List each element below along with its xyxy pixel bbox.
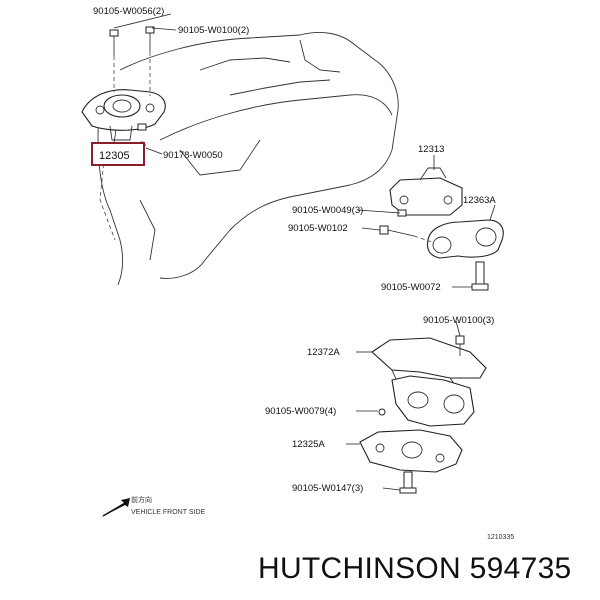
bolt-90105-w0147 bbox=[399, 471, 417, 494]
label-part-12363a: 12363A bbox=[463, 195, 496, 206]
label-part-12313: 12313 bbox=[418, 144, 444, 155]
leader-lines bbox=[113, 13, 472, 491]
label-bolt-top-mid: 90105-W0100(2) bbox=[178, 25, 249, 36]
bolt-90105-w0072 bbox=[471, 261, 489, 291]
bolt-90105-w0102 bbox=[379, 225, 433, 243]
engine-mount-12305 bbox=[81, 89, 166, 141]
label-front-jp: 前方向 bbox=[131, 495, 152, 504]
mount-body bbox=[378, 375, 475, 427]
label-bolt-r4: 90105-W0100(3) bbox=[423, 315, 494, 326]
part-12305-callout bbox=[91, 129, 145, 166]
label-bolt-r5: 90105-W0079(4) bbox=[265, 406, 336, 417]
lower-bracket-12325a bbox=[346, 429, 463, 473]
label-bolt-top-left: 90105-W0056(2) bbox=[93, 6, 164, 17]
torque-rod-12363a bbox=[426, 204, 504, 259]
bolt-90105-w0100 bbox=[145, 26, 155, 96]
label-bolt-r3: 90105-W0072 bbox=[381, 282, 441, 293]
label-bolt-r6: 90105-W0147(3) bbox=[292, 483, 363, 494]
label-part-12372a: 12372A bbox=[307, 347, 340, 358]
front-arrow-icon bbox=[100, 498, 130, 518]
label-bolt-r1: 90105-W0049(3) bbox=[292, 205, 363, 216]
label-part-12325a: 12325A bbox=[292, 439, 325, 450]
bracket-12313 bbox=[389, 155, 463, 216]
bolt-90105-w0056 bbox=[109, 29, 119, 92]
label-bolt-r2: 90105-W0102 bbox=[288, 223, 348, 234]
product-caption: HUTCHINSON 594735 bbox=[258, 552, 572, 585]
label-front-en: VEHICLE FRONT SIDE bbox=[131, 509, 205, 516]
label-nut-main: 90178-W0050 bbox=[163, 150, 223, 161]
engine-outline bbox=[97, 32, 399, 286]
label-part-12305: 12305 bbox=[99, 150, 130, 162]
figure-code: 1210335 bbox=[487, 534, 514, 541]
